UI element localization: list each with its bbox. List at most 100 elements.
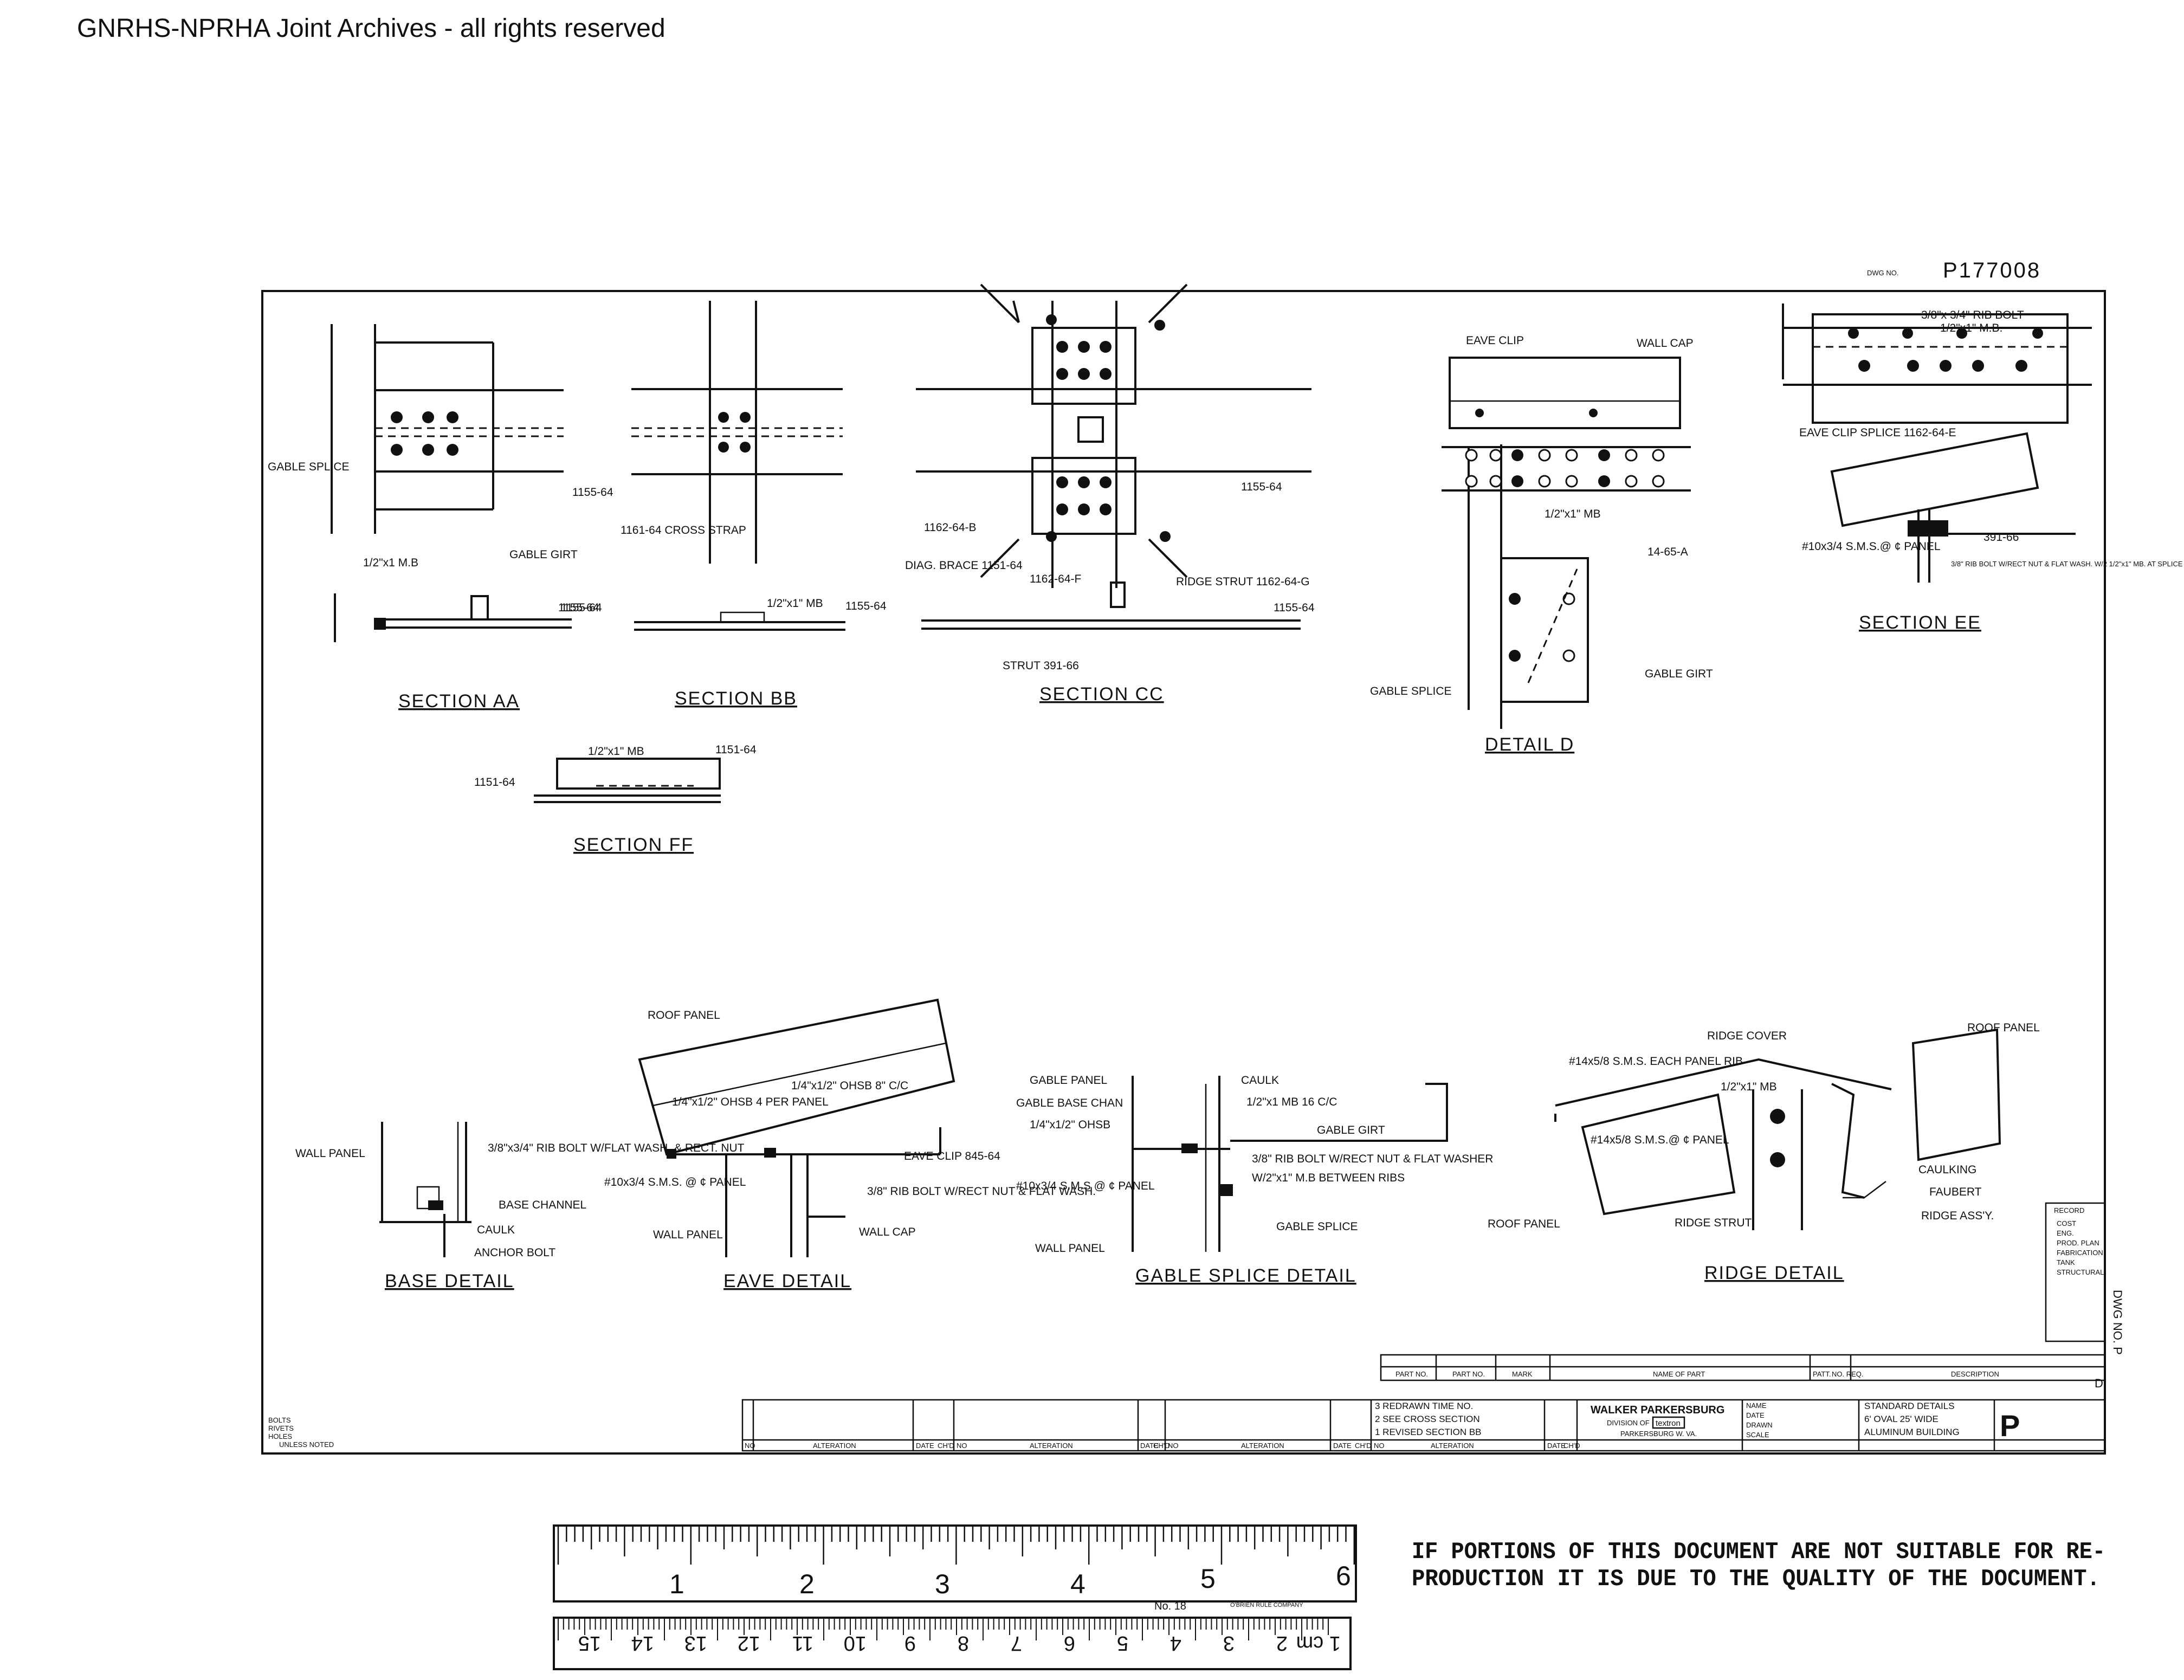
section-ff: 1/2"x1" MB 1151-64 1151-64 SECTION FF [474, 744, 757, 855]
col-header-alt-1: ALTERATION [813, 1442, 856, 1450]
label-rib-bolt-gable: 3/8" RIB BOLT W/RECT NUT & FLAT WASHER [1252, 1153, 1493, 1165]
col-header-date-4: DATE [1547, 1442, 1566, 1450]
label-sms-gable: #10x3/4 S.M.S @ ¢ PANEL [1016, 1180, 1155, 1192]
info-row-scale: SCALE [1746, 1431, 1769, 1439]
label-gable-splice-gsd: GABLE SPLICE [1276, 1220, 1358, 1233]
label-1162-64-f: 1162-64-F [1030, 573, 1081, 585]
base-detail: WALL PANEL 3/8"x3/4" RIB BOLT W/FLAT WAS… [295, 1122, 745, 1291]
ruler-cm-15: 15 [578, 1632, 601, 1655]
drawing-border [261, 290, 2106, 1455]
drawing-title-line-3: ALUMINUM BUILDING [1864, 1427, 1960, 1437]
label-wall-panel-eave: WALL PANEL [653, 1229, 723, 1241]
label-gable-girt-aa: GABLE GIRT [509, 548, 578, 561]
label-ohsb-8cc: 1/4"x1/2" OHSB 8" C/C [791, 1080, 908, 1092]
title-block: RECORD COST ENG. PROD. PLAN FABRICATION … [268, 1202, 2124, 1452]
label-caulk-gable: CAULK [1241, 1074, 1279, 1087]
label-rib-bolt-eave: 3/8" RIB BOLT W/RECT NUT & FLAT WASH. [867, 1185, 1096, 1198]
revision-3: 3 REDRAWN TIME NO. [1375, 1401, 1473, 1411]
col-header-date-1: DATE [916, 1442, 934, 1450]
label-wall-panel-gsd: WALL PANEL [1035, 1242, 1105, 1255]
label-mb-d: 1/2"x1" MB [1545, 508, 1601, 520]
label-caulking: CAULKING [1918, 1164, 1976, 1176]
label-caulk-base: CAULK [477, 1224, 515, 1236]
drawing-title-line-2: 6' OVAL 25' WIDE [1864, 1414, 1939, 1424]
ruler-cm-11: 11 [792, 1632, 813, 1655]
label-391-66-ee: 391-66 [1983, 531, 2019, 544]
ruler-cm-7: 7 [1011, 1632, 1022, 1655]
section-ee: 3/8"x 3/4" RIB BOLT 1/2"x1" M.B. EAVE CL… [1782, 303, 2183, 633]
note-holes: HOLES [268, 1432, 292, 1440]
col-header-no-3: NO [1168, 1442, 1179, 1450]
side-letter: D [2095, 1377, 2103, 1390]
section-bb: 1155-64 1161-64 CROSS STRAP 1/2"x1" MB 1… [561, 301, 887, 709]
note-bolts: BOLTS [268, 1416, 291, 1424]
label-gable-panel: GABLE PANEL [1030, 1074, 1107, 1087]
ruler-inch-1: 1 [669, 1569, 684, 1599]
label-mb-ff: 1/2"x1" MB [588, 745, 644, 758]
section-ff-title: SECTION FF [573, 835, 694, 855]
section-bb-title: SECTION BB [675, 688, 797, 709]
ridge-detail-title: RIDGE DETAIL [1704, 1263, 1844, 1283]
sheet-letter: P [2000, 1408, 2020, 1443]
label-1151-64-ff-right: 1151-64 [715, 744, 757, 756]
ruler-cm-12: 12 [738, 1632, 760, 1655]
note-rivets: RIVETS [268, 1424, 294, 1432]
col-header-no-4: NO [1374, 1442, 1385, 1450]
label-1162-64-b: 1162-64-B [924, 521, 977, 534]
record-item-5: STRUCTURAL [2057, 1268, 2104, 1276]
record-item-1: ENG. [2057, 1229, 2074, 1237]
label-1155-64-cc-bot: 1155-64 [1274, 602, 1315, 614]
col-header-chd-1: CH'D [938, 1442, 954, 1450]
drawing-number: P177008 [1943, 259, 2041, 282]
ruler-cm-2: 2 [1276, 1632, 1288, 1655]
label-eave-clip-eave: EAVE CLIP 845-64 [904, 1150, 1000, 1162]
parts-header-0: PART NO. [1395, 1370, 1428, 1378]
col-header-alt-4: ALTERATION [1431, 1442, 1474, 1450]
ruler-cm-8: 8 [958, 1632, 969, 1655]
label-ohsb-gable: 1/4"x1/2" OHSB [1030, 1119, 1110, 1131]
label-14-65-a: 14-65-A [1647, 546, 1688, 558]
label-anchor-bolt: ANCHOR BOLT [474, 1246, 555, 1259]
label-1155-64-aa-bot: 1155-64 [558, 602, 599, 614]
label-1155-64-cc-right: 1155-64 [1241, 481, 1282, 493]
ruler-model: No. 18 [1154, 1600, 1186, 1612]
parts-header-3: NAME OF PART [1653, 1370, 1705, 1378]
gable-splice-detail-title: GABLE SPLICE DETAIL [1135, 1265, 1356, 1286]
label-1155-64-bb-left: 1155-64 [561, 602, 602, 614]
company-name: WALKER PARKERSBURG [1591, 1404, 1724, 1416]
label-wall-cap-eave: WALL CAP [859, 1226, 916, 1238]
label-cross-strap: 1161-64 CROSS STRAP [621, 524, 746, 537]
revision-1: 1 REVISED SECTION BB [1375, 1427, 1482, 1437]
scale-ruler: 1 2 3 4 5 6 No. 18 O'BRIEN RULE COMPANY … [553, 1524, 1357, 1670]
title-block-vertical-label: DWG NO. P [2111, 1290, 2124, 1355]
base-detail-title: BASE DETAIL [385, 1271, 514, 1291]
label-1155-64-bb-right: 1155-64 [845, 600, 887, 612]
label-sms-each-rib: #14x5/8 S.M.S. EACH PANEL RIB [1569, 1055, 1743, 1068]
ridge-detail: RIDGE COVER ROOF PANEL #14x5/8 S.M.S. EA… [1488, 1022, 2040, 1283]
reproduction-notice: IF PORTIONS OF THIS DOCUMENT ARE NOT SUI… [1412, 1539, 2105, 1593]
section-aa-title: SECTION AA [398, 691, 520, 712]
label-roof-panel-eave: ROOF PANEL [648, 1009, 720, 1022]
info-row-name: NAME [1746, 1401, 1767, 1410]
label-roof-panel-ridge-top: ROOF PANEL [1967, 1022, 2040, 1034]
label-1151-64-ff-left: 1151-64 [474, 776, 515, 789]
label-roof-panel-ridge-bot: ROOF PANEL [1488, 1218, 1560, 1230]
col-header-chd-4: CH'D [1563, 1442, 1580, 1450]
eave-detail: ROOF PANEL 1/4"x1/2" OHSB 4 PER PANEL 1/… [604, 998, 1096, 1291]
label-base-channel: BASE CHANNEL [499, 1199, 586, 1211]
col-header-no-1: NO [745, 1442, 755, 1450]
label-sms-ee: #10x3/4 S.M.S.@ ¢ PANEL [1802, 540, 1941, 553]
ruler-cm-10: 10 [844, 1632, 867, 1655]
section-ee-title: SECTION EE [1859, 612, 1981, 633]
label-sms-panel-ridge: #14x5/8 S.M.S.@ ¢ PANEL [1591, 1134, 1729, 1146]
record-item-3: FABRICATION [2057, 1249, 2103, 1257]
ruler-maker: O'BRIEN RULE COMPANY [1230, 1602, 1303, 1608]
label-sms-eave: #10x3/4 S.M.S. @ ¢ PANEL [604, 1176, 746, 1188]
ruler-cm-9: 9 [904, 1632, 916, 1655]
textron-logo: textron [1656, 1419, 1681, 1428]
parts-header-5: NO. REQ. [1832, 1370, 1864, 1378]
label-mb-aa: 1/2"x1 M.B [363, 557, 418, 569]
ruler-inch-3: 3 [935, 1569, 950, 1599]
note-unless-noted: UNLESS NOTED [279, 1440, 334, 1449]
label-rib-bolt-splice-ee: 3/8" RIB BOLT W/RECT NUT & FLAT WASH. W/… [1951, 560, 2183, 568]
